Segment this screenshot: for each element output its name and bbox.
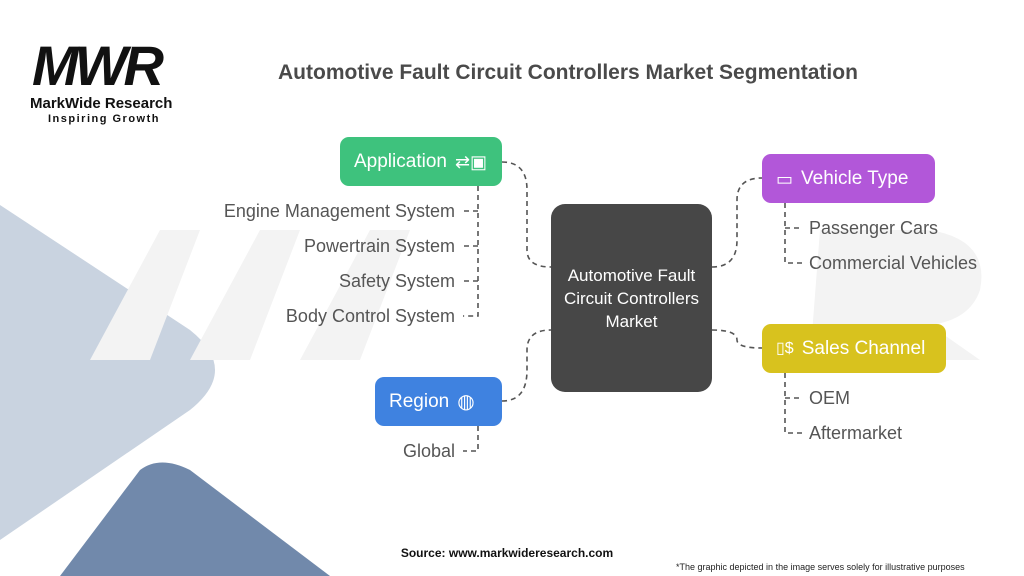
center-node: Automotive Fault Circuit Controllers Mar… — [551, 204, 712, 392]
list-item: Commercial Vehicles — [809, 253, 978, 273]
sales-channel-node: ▯$ Sales Channel — [762, 324, 946, 373]
list-item: Safety System — [338, 271, 455, 291]
list-item: Body Control System — [285, 306, 455, 326]
vehicle-type-node: ▭ Vehicle Type — [762, 154, 935, 203]
globe-icon: ◍ — [457, 390, 475, 413]
logo-mark: MWR — [32, 34, 164, 97]
list-item: Aftermarket — [809, 423, 903, 443]
region-label: Region — [389, 390, 450, 412]
list-item: Global — [402, 441, 455, 461]
application-node: Application ⇄▣ — [340, 137, 502, 186]
logo-tagline: Inspiring Growth — [48, 113, 160, 125]
disclaimer-note: *The graphic depicted in the image serve… — [676, 562, 965, 572]
list-item: Powertrain System — [303, 236, 455, 256]
list-item: Engine Management System — [223, 201, 455, 221]
list-item: OEM — [809, 388, 851, 408]
list-item: Passenger Cars — [809, 218, 939, 238]
page-title: Automotive Fault Circuit Controllers Mar… — [278, 61, 858, 84]
application-label: Application — [354, 150, 447, 172]
source-text: Source: www.markwideresearch.com — [400, 546, 614, 560]
logo-name: MarkWide Research — [30, 95, 173, 112]
sales-channel-label: Sales Channel — [801, 337, 926, 359]
vehicle-type-label: Vehicle Type — [801, 167, 909, 189]
app-devices-icon: ⇄▣ — [454, 151, 488, 172]
region-node: Region ◍ — [375, 377, 502, 426]
car-icon: ▭ — [776, 168, 794, 189]
sales-exchange-icon: ▯$ — [776, 339, 794, 357]
